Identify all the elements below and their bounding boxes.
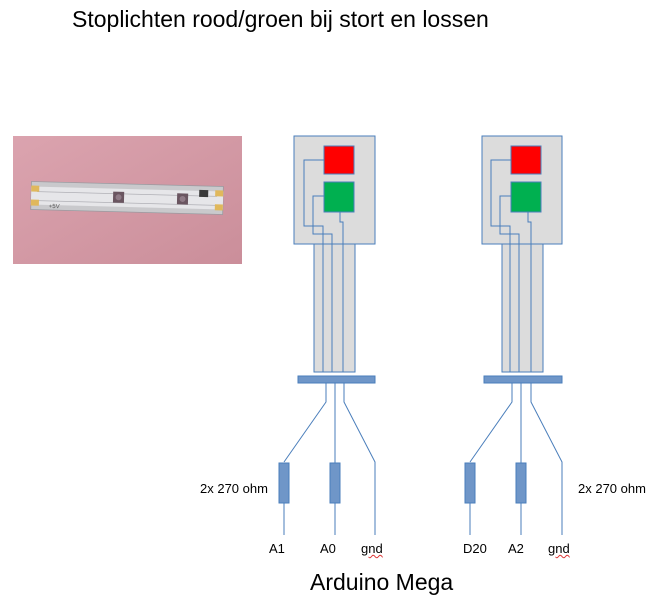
page-title: Stoplichten rood/groen bij stort en loss…	[72, 6, 489, 32]
right-resistor-2	[515, 462, 527, 504]
left-resistor-1	[278, 462, 290, 504]
right-red-light	[510, 145, 542, 175]
left-traffic-light	[278, 135, 376, 535]
pin-label-right-3: gnd	[548, 541, 570, 556]
right-traffic-light	[464, 135, 563, 535]
left-connector	[297, 375, 376, 384]
right-green-light	[510, 181, 542, 213]
pin-label-right-1: D20	[463, 541, 487, 556]
pin-label-left-2: A0	[320, 541, 336, 556]
led-strip-photo: +5V	[13, 136, 242, 264]
right-resistor-note: 2x 270 ohm	[578, 481, 646, 496]
right-resistor-1	[464, 462, 476, 504]
pin-label-right-2: A2	[508, 541, 524, 556]
right-connector	[483, 375, 563, 384]
strip-label: +5V	[49, 204, 60, 210]
left-green-light	[323, 181, 355, 213]
left-resistor-note: 2x 270 ohm	[200, 481, 268, 496]
left-resistor-2	[329, 462, 341, 504]
left-red-light	[323, 145, 355, 175]
board-label: Arduino Mega	[310, 569, 454, 595]
pin-label-left-3: gnd	[361, 541, 383, 556]
pin-label-left-1: A1	[269, 541, 285, 556]
